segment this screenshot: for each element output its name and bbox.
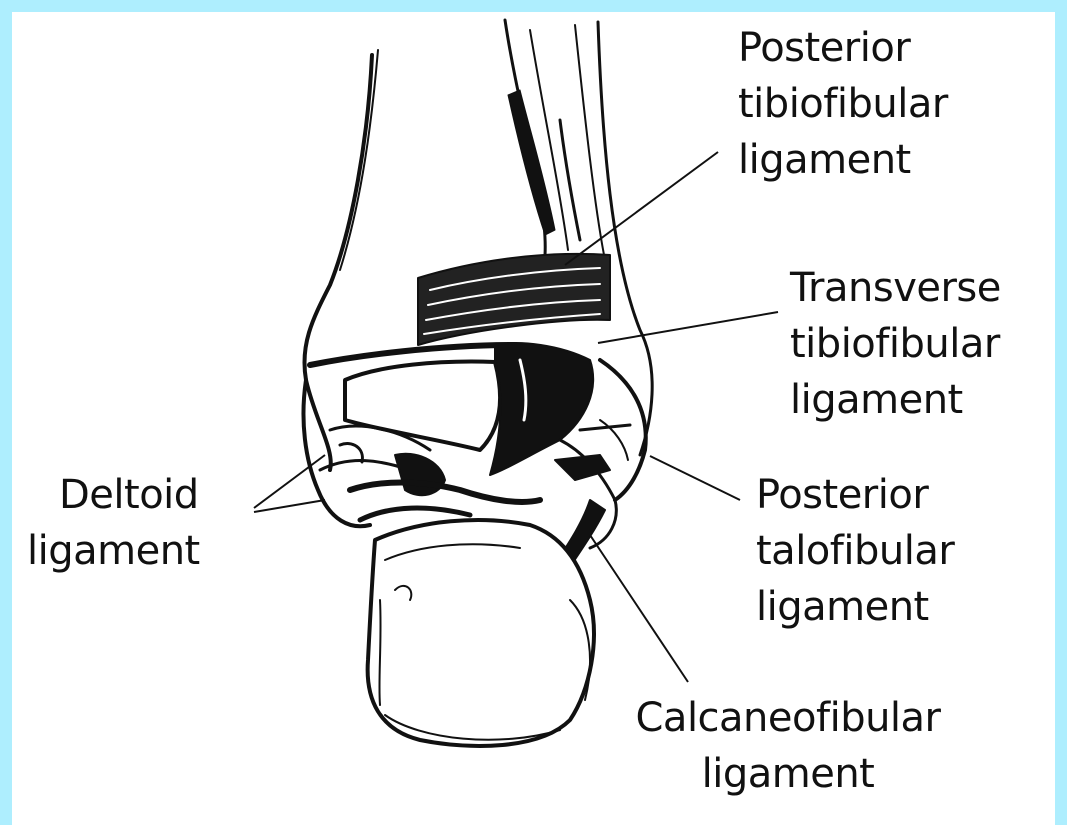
- label-line: ligament: [27, 523, 200, 579]
- leader-posterior-talofibular: [650, 456, 740, 500]
- label-calcaneofibular-ligament: Calcaneofibular ligament: [598, 690, 978, 802]
- label-line: ligament: [756, 579, 954, 635]
- label-line: ligament: [598, 746, 978, 802]
- tibia-outline: [304, 55, 372, 380]
- label-line: tibiofibular: [738, 76, 948, 132]
- leader-deltoid-lower: [254, 500, 325, 512]
- label-line: Deltoid: [27, 467, 200, 523]
- talus-outline: [345, 362, 500, 450]
- label-line: Posterior: [756, 467, 954, 523]
- label-line: Transverse: [790, 260, 1001, 316]
- label-deltoid-ligament: Deltoid ligament: [27, 467, 200, 579]
- fibula-outline: [598, 22, 652, 455]
- label-transverse-tibiofibular-ligament: Transverse tibiofibular ligament: [790, 260, 1001, 428]
- label-line: tibiofibular: [790, 316, 1001, 372]
- label-line: ligament: [738, 132, 948, 188]
- label-posterior-talofibular-ligament: Posterior talofibular ligament: [756, 467, 954, 635]
- label-line: Posterior: [738, 20, 948, 76]
- label-posterior-tibiofibular-ligament: Posterior tibiofibular ligament: [738, 20, 948, 188]
- label-line: Calcaneofibular: [598, 690, 978, 746]
- label-line: ligament: [790, 372, 1001, 428]
- leader-transverse-tibiofibular: [598, 312, 778, 343]
- leader-posterior-tibiofibular: [565, 152, 718, 265]
- label-line: talofibular: [756, 523, 954, 579]
- leader-calcaneofibular: [590, 535, 688, 682]
